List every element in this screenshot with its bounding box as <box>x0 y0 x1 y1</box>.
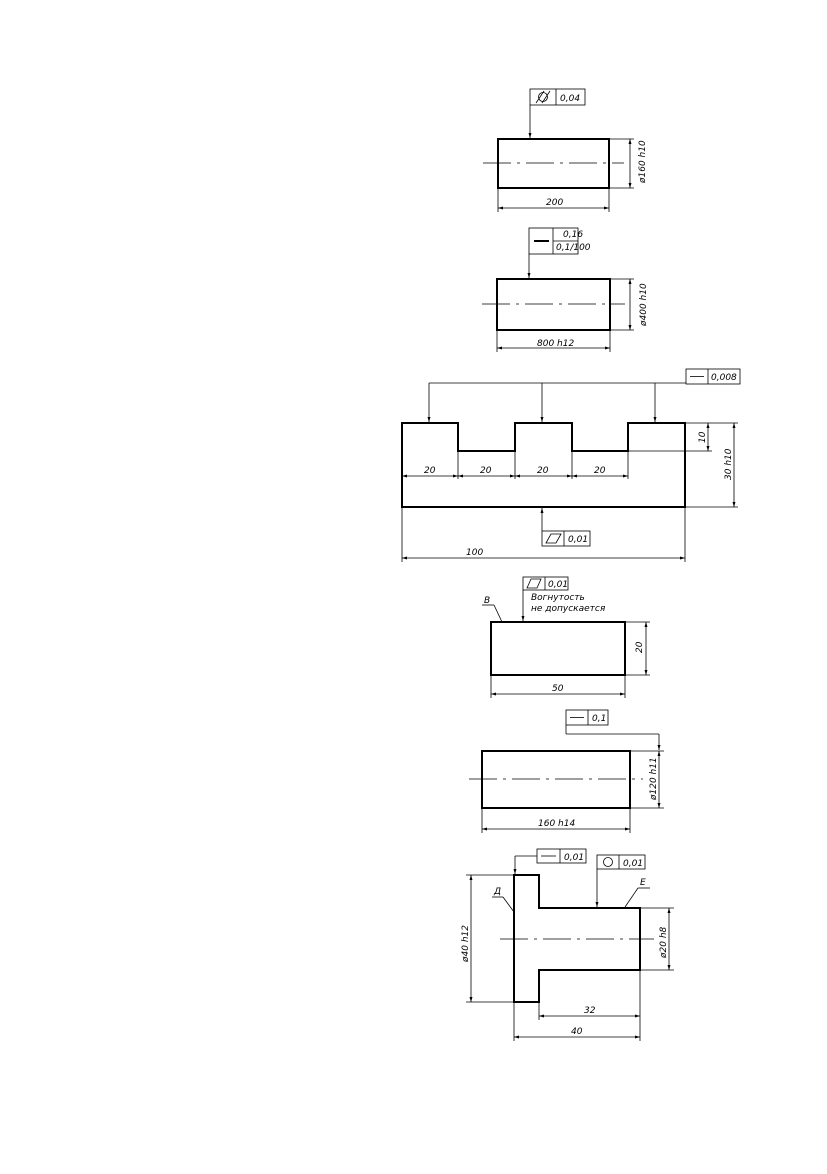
tolerance-frame-fig4: 0,01 <box>522 576 569 591</box>
fig3-step-dim-3: 20 <box>537 466 549 476</box>
tolerance-frame-fig5: 0,1 <box>565 709 609 726</box>
fig3-step-dim-1: 20 <box>424 466 436 476</box>
fig2-tol-value: 0,16 <box>563 230 583 240</box>
figure-6-stepped-shaft: 0,01 0,01 Д Е ø40 h12 ø20 h8 32 40 <box>461 848 674 1041</box>
fig2-dim-diameter: ø400 h10 <box>639 283 649 327</box>
fig5-dim-diameter: ø120 h11 <box>649 757 659 801</box>
figure-3-stepped-block: 0,008 20 20 20 20 10 30 h10 0,01 <box>401 368 741 562</box>
fig6-tol-left-value: 0,01 <box>564 853 584 863</box>
tolerance-frame-fig3-bottom: 0,01 <box>541 530 591 547</box>
fig4-tol-value: 0,01 <box>548 580 568 590</box>
fig6-dim-shoulder: 32 <box>584 1006 596 1016</box>
tolerance-frame-fig1: 0,04 <box>529 88 586 106</box>
fig6-label-right: Е <box>640 878 646 888</box>
fig3-step-dim-2: 20 <box>480 466 492 476</box>
fig2-dim-length: 800 h12 <box>537 339 574 349</box>
fig3-dim-length: 100 <box>466 548 483 558</box>
fig6-dim-big-diameter: ø40 h12 <box>461 925 471 963</box>
tolerance-frame-fig6-left: 0,01 <box>536 848 587 864</box>
fig5-dim-length: 160 h14 <box>538 819 575 829</box>
fig6-dim-total: 40 <box>571 1027 583 1037</box>
part-outline-fig3 <box>401 422 686 508</box>
tolerance-frame-fig6-right: 0,01 <box>596 854 646 870</box>
figure-5-cylinder: 0,1 ø120 h11 160 h14 <box>469 709 664 833</box>
part-outline-fig6 <box>513 874 641 1003</box>
flatness-icon <box>545 533 562 544</box>
fig4-surface-label: В <box>484 596 490 606</box>
fig4-note-line2: не допускается <box>531 604 606 614</box>
fig4-note-line1: Вогнутость <box>531 593 585 603</box>
part-outline-fig5 <box>481 750 631 809</box>
part-outline-fig4 <box>490 621 626 676</box>
part-outline-fig2 <box>496 278 611 331</box>
tolerance-frame-fig3: 0,008 <box>685 368 741 385</box>
fig1-tol-value: 0,04 <box>560 94 580 104</box>
fig5-tol-value: 0,1 <box>592 714 606 724</box>
fig4-dim-height: 20 <box>635 641 645 653</box>
fig3-bottom-tol-value: 0,01 <box>568 535 588 545</box>
figure-2-cylinder: 0,16 0,1/100 ø400 h10 800 h12 <box>482 227 649 352</box>
fig1-dim-length: 200 <box>546 198 563 208</box>
fig6-label-left: Д <box>493 887 501 897</box>
fig3-dim-height: 30 h10 <box>724 448 734 480</box>
fig4-dim-length: 50 <box>552 684 564 694</box>
flatness-icon <box>526 578 542 589</box>
fig3-tol-value: 0,008 <box>711 373 737 383</box>
tolerance-frame-fig2: 0,16 0,1/100 <box>528 227 591 255</box>
fig3-step-dim-4: 20 <box>594 466 606 476</box>
part-outline-fig1 <box>497 138 610 189</box>
fig6-dim-small-diameter: ø20 h8 <box>659 926 669 959</box>
figure-4-plate: 0,01 Вогнутость не допускается В 20 50 <box>482 576 650 698</box>
fig3-dim-depth: 10 <box>698 431 708 443</box>
figure-1-cylinder: 0,04 ø160 h10 200 <box>483 88 648 212</box>
fig6-tol-right-value: 0,01 <box>623 859 643 869</box>
fig1-dim-diameter: ø160 h10 <box>638 140 648 184</box>
cylindricity-icon <box>535 90 551 104</box>
fig2-tol-value2: 0,1/100 <box>556 243 591 253</box>
roundness-icon <box>603 857 613 867</box>
